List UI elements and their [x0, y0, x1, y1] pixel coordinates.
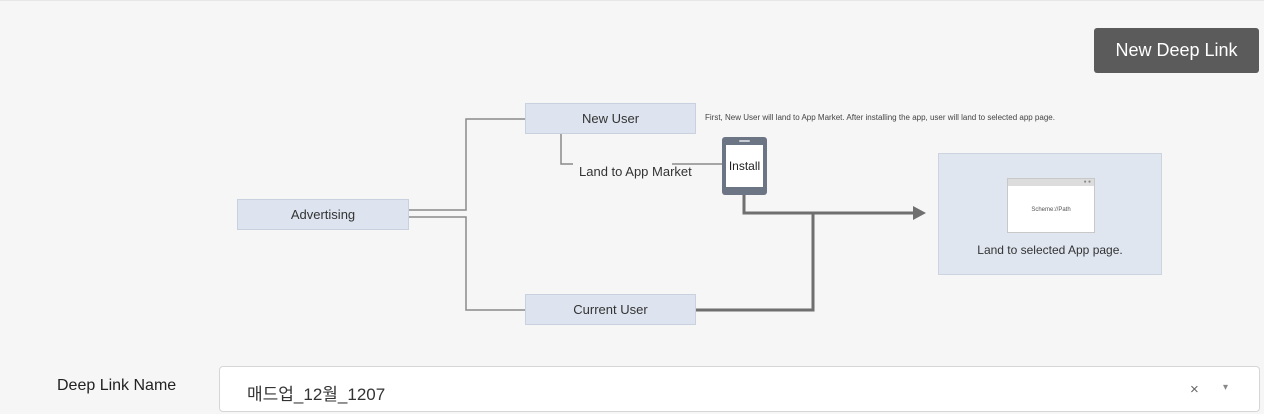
connector-new-user-market: [560, 134, 573, 165]
deep-link-name-select[interactable]: 매드업_12월_1207 × ▾: [219, 366, 1260, 412]
new-user-node: New User: [525, 103, 696, 134]
land-to-app-market-label: Land to App Market: [579, 164, 692, 179]
phone-speaker: [739, 140, 750, 142]
advertising-node: Advertising: [237, 199, 409, 230]
connector-advertising-new-user: [409, 118, 525, 211]
scheme-path-label: Scheme://Path: [1031, 207, 1071, 213]
current-user-node: Current User: [525, 294, 696, 325]
clear-icon[interactable]: ×: [1190, 381, 1199, 398]
selected-app-page-box: ● ● Scheme://Path Land to selected App p…: [938, 153, 1162, 275]
connector-advertising-current-user: [409, 216, 525, 311]
diagram-connectors: [409, 118, 926, 312]
deep-link-name-label: Deep Link Name: [57, 377, 177, 394]
land-to-selected-label: Land to selected App page.: [977, 243, 1123, 257]
browser-window-icon: ● ● Scheme://Path: [1007, 178, 1095, 233]
new-deep-link-button[interactable]: New Deep Link: [1094, 28, 1259, 73]
flow-note: First, New User will land to App Market.…: [705, 113, 1055, 122]
connector-install-target: [742, 195, 913, 215]
deep-link-flow-diagram: Advertising New User Current User First,…: [237, 103, 1162, 325]
phone-icon: Install: [722, 137, 767, 195]
arrow-head-icon: [913, 206, 926, 220]
browser-title-bar: [1008, 179, 1094, 186]
deep-link-name-value: 매드업_12월_1207: [247, 385, 386, 404]
chevron-down-icon[interactable]: ▾: [1223, 382, 1229, 393]
connector-current-user-target: [696, 213, 815, 312]
install-label: Install: [726, 145, 763, 187]
browser-dots-icon: ● ●: [1083, 179, 1091, 185]
top-divider: [0, 0, 1264, 1]
